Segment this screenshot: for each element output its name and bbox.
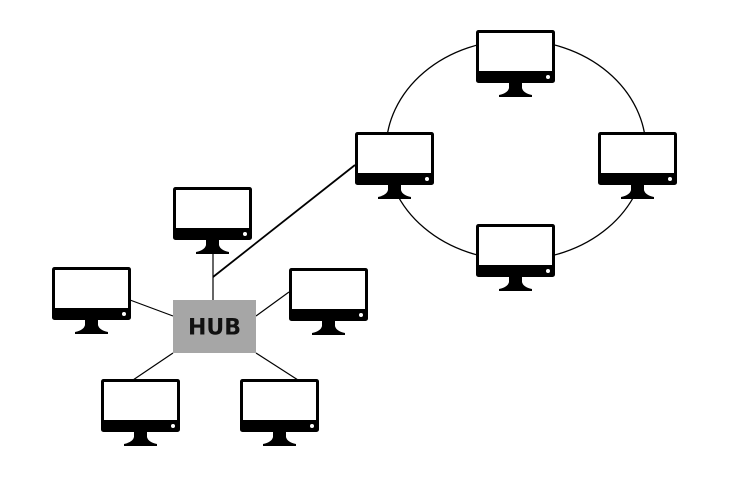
desktop-monitor-icon [355,132,434,199]
hub-label: HUB [188,316,241,341]
desktop-monitor-icon [598,132,677,199]
star-links [129,253,299,381]
link-bottom-left [132,352,174,381]
link-bottom-right [255,352,299,381]
desktop-monitor-icon [101,379,180,446]
desktop-monitor-icon [476,30,555,97]
bridge-link [212,164,356,278]
hub-box [173,300,256,353]
hub: HUB [173,300,256,353]
desktop-monitor-icon [240,379,319,446]
desktop-monitor-icon [289,268,368,335]
desktop-monitor-icon [173,187,252,254]
link-left [129,299,174,317]
desktop-monitor-icon [52,267,131,334]
link-right [255,291,290,317]
desktop-monitor-icon [476,224,555,291]
